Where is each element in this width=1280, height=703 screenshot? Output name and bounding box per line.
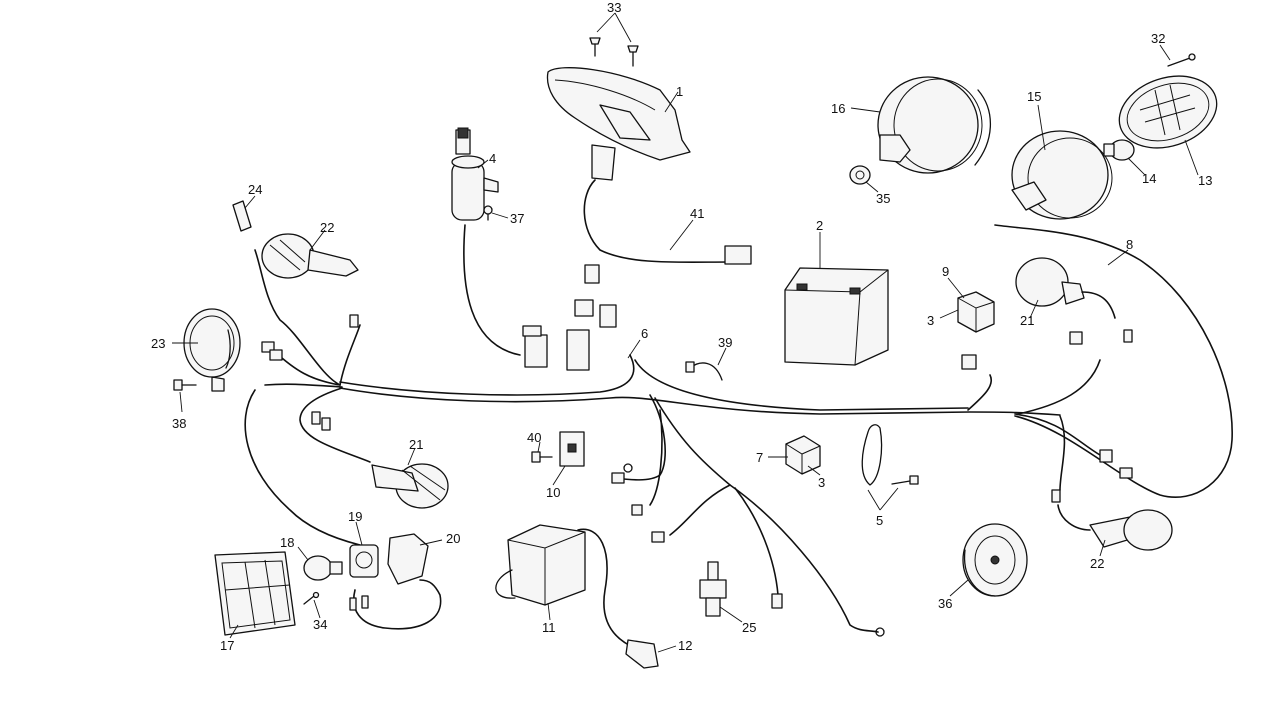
callout-12: 12 — [678, 638, 692, 653]
callout-21-right: 21 — [1020, 313, 1034, 328]
module-10 — [559, 431, 585, 467]
cdi-unit — [495, 524, 586, 606]
horn — [183, 308, 241, 392]
callout-6: 6 — [641, 326, 648, 341]
callout-41: 41 — [690, 206, 704, 221]
callout-40: 40 — [527, 430, 541, 445]
ignition-switch — [451, 127, 499, 221]
callout-21-left: 21 — [409, 437, 423, 452]
callout-20: 20 — [446, 531, 460, 546]
callout-32: 32 — [1151, 31, 1165, 46]
callout-7: 7 — [756, 450, 763, 465]
callout-34: 34 — [313, 617, 327, 632]
callout-9: 9 — [942, 264, 949, 279]
callout-39: 39 — [718, 335, 732, 350]
strap-5 — [861, 424, 919, 486]
screw-37 — [483, 205, 493, 221]
callout-4: 4 — [489, 151, 496, 166]
callout-25: 25 — [742, 620, 756, 635]
callout-22-left: 22 — [320, 220, 334, 235]
front-headlight — [214, 551, 296, 636]
callout-33: 33 — [607, 0, 621, 15]
tail-light — [1118, 75, 1218, 149]
screw-32 — [1167, 53, 1196, 67]
callout-11: 11 — [542, 620, 556, 635]
sensor-25 — [699, 561, 727, 617]
callout-19: 19 — [348, 509, 362, 524]
indicator-22-left — [261, 233, 359, 279]
callout-16: 16 — [831, 101, 845, 116]
instrument-panel — [546, 67, 691, 181]
screw-34 — [303, 591, 320, 605]
callout-3-top: 3 — [927, 313, 934, 328]
callout-10: 10 — [546, 485, 560, 500]
spark-plug-cap — [625, 639, 659, 669]
callout-17: 17 — [220, 638, 234, 653]
callout-5: 5 — [876, 513, 883, 528]
callout-22-right: 22 — [1090, 556, 1104, 571]
bolt-38 — [173, 379, 197, 391]
screw-pair — [589, 37, 639, 67]
flywheel-36 — [962, 523, 1028, 597]
battery — [784, 267, 889, 366]
socket-20 — [387, 533, 429, 585]
callout-23: 23 — [151, 336, 165, 351]
bulb-14 — [1103, 139, 1135, 161]
main-harness — [244, 179, 1233, 633]
connector-39 — [685, 361, 723, 381]
callout-36: 36 — [938, 596, 952, 611]
indicator-21-left — [371, 463, 449, 509]
callout-1: 1 — [676, 84, 683, 99]
indicator-21-right — [1015, 257, 1116, 319]
left-connectors — [261, 314, 359, 431]
callout-2: 2 — [816, 218, 823, 233]
relay-7 — [785, 435, 821, 475]
callout-3-bottom: 3 — [818, 475, 825, 490]
harness-connectors — [522, 245, 752, 371]
headlight-16 — [877, 76, 992, 174]
callout-38: 38 — [172, 416, 186, 431]
callout-24: 24 — [248, 182, 262, 197]
callout-8: 8 — [1126, 237, 1133, 252]
headlight-15 — [1011, 130, 1113, 220]
callout-15: 15 — [1027, 89, 1041, 104]
callout-14: 14 — [1142, 171, 1156, 186]
bulb-18 — [303, 555, 343, 581]
bulb-holder-19 — [349, 544, 379, 578]
grommet-35 — [849, 165, 871, 185]
callout-13: 13 — [1198, 173, 1212, 188]
leader-lines — [172, 12, 1199, 653]
screw-40 — [531, 451, 553, 463]
callout-37: 37 — [510, 211, 524, 226]
indicator-22-right — [1057, 504, 1173, 551]
callouts: 33 1 2 9 3 4 37 41 6 8 16 35 15 13 14 32… — [151, 0, 1212, 653]
relay-top — [957, 291, 995, 333]
callout-18: 18 — [280, 535, 294, 550]
callout-35: 35 — [876, 191, 890, 206]
bulb-24 — [232, 200, 252, 232]
